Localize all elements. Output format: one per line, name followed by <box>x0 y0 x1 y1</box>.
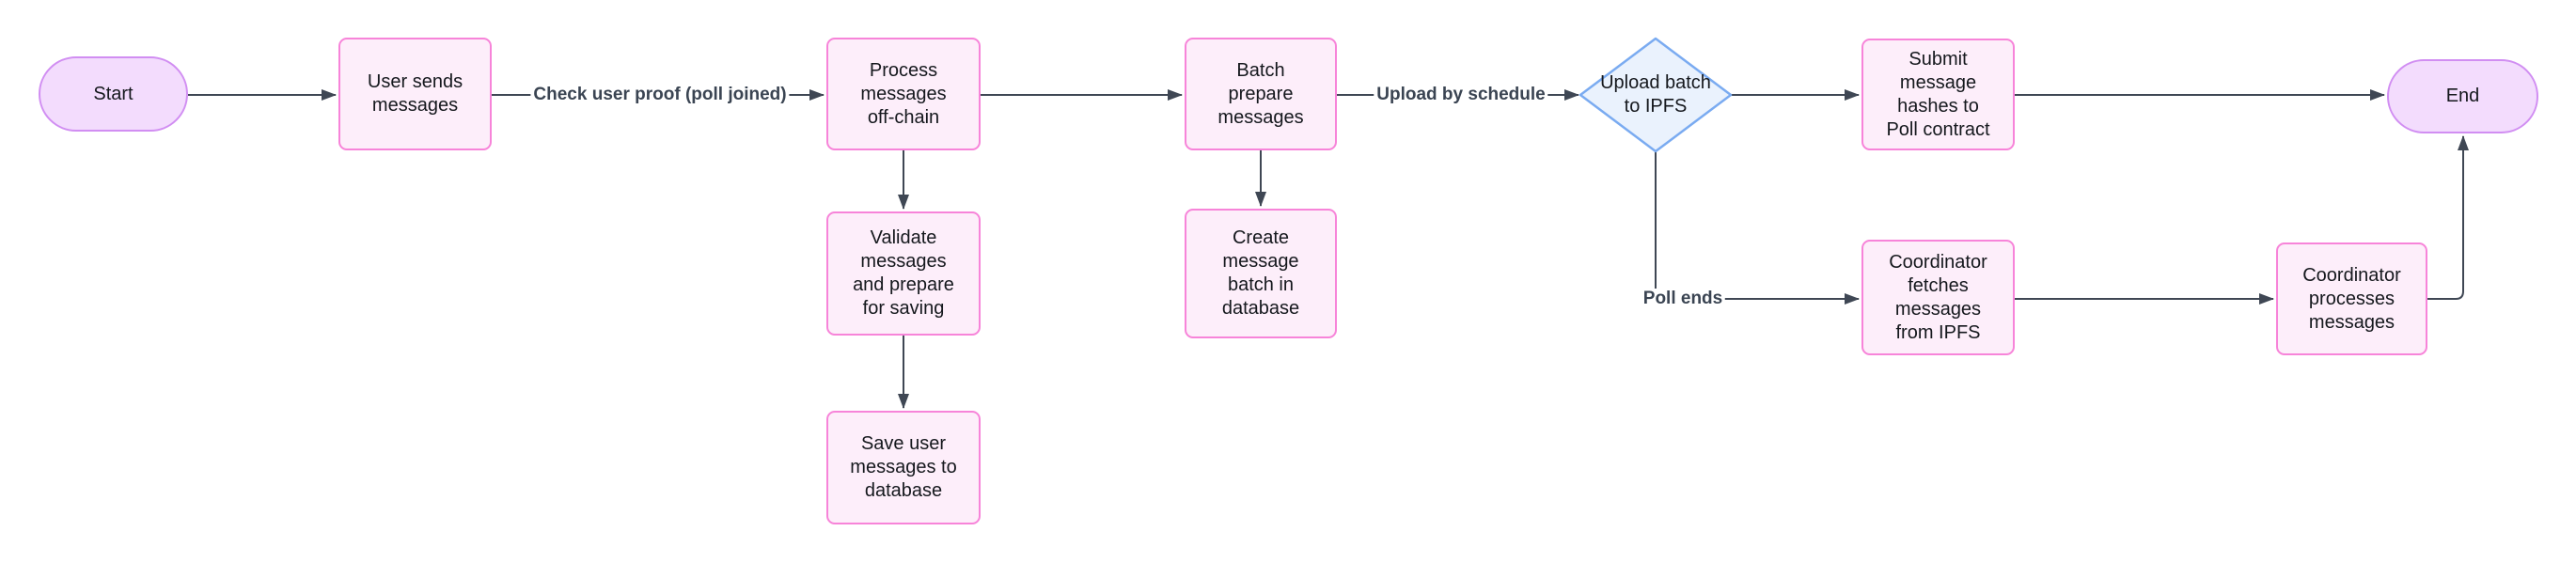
node-batch-prepare-messages: Batch prepare messages <box>1185 38 1337 150</box>
edge-label-check-user-proof: Check user proof (poll joined) <box>530 85 790 105</box>
node-coordinator-processes-messages: Coordinator processes messages <box>2276 242 2427 355</box>
node-upload-batch-to-ipfs: Upload batch to IPFS <box>1576 34 1736 156</box>
node-start: Start <box>39 56 188 132</box>
node-save-user-messages: Save user messages to database <box>826 411 981 524</box>
node-user-sends-messages: User sends messages <box>338 38 492 150</box>
edge-coord-process-to-end <box>2427 135 2469 300</box>
node-process-messages-off-chain: Process messages off-chain <box>826 38 981 150</box>
edge-label-upload-by-schedule: Upload by schedule <box>1374 85 1548 105</box>
node-submit-message-hashes: Submit message hashes to Poll contract <box>1861 39 2015 150</box>
node-create-message-batch: Create message batch in database <box>1185 209 1337 338</box>
node-coordinator-fetches-messages: Coordinator fetches messages from IPFS <box>1861 240 2015 355</box>
node-validate-messages: Validate messages and prepare for saving <box>826 211 981 336</box>
decision-diamond-shape <box>1579 37 1733 153</box>
edge-label-poll-ends: Poll ends <box>1640 289 1726 309</box>
decision-label: Upload batch to IPFS <box>1600 72 1711 117</box>
node-end: End <box>2387 59 2538 133</box>
edge-upload-ipfs-to-coord-fetch <box>1655 151 1860 305</box>
